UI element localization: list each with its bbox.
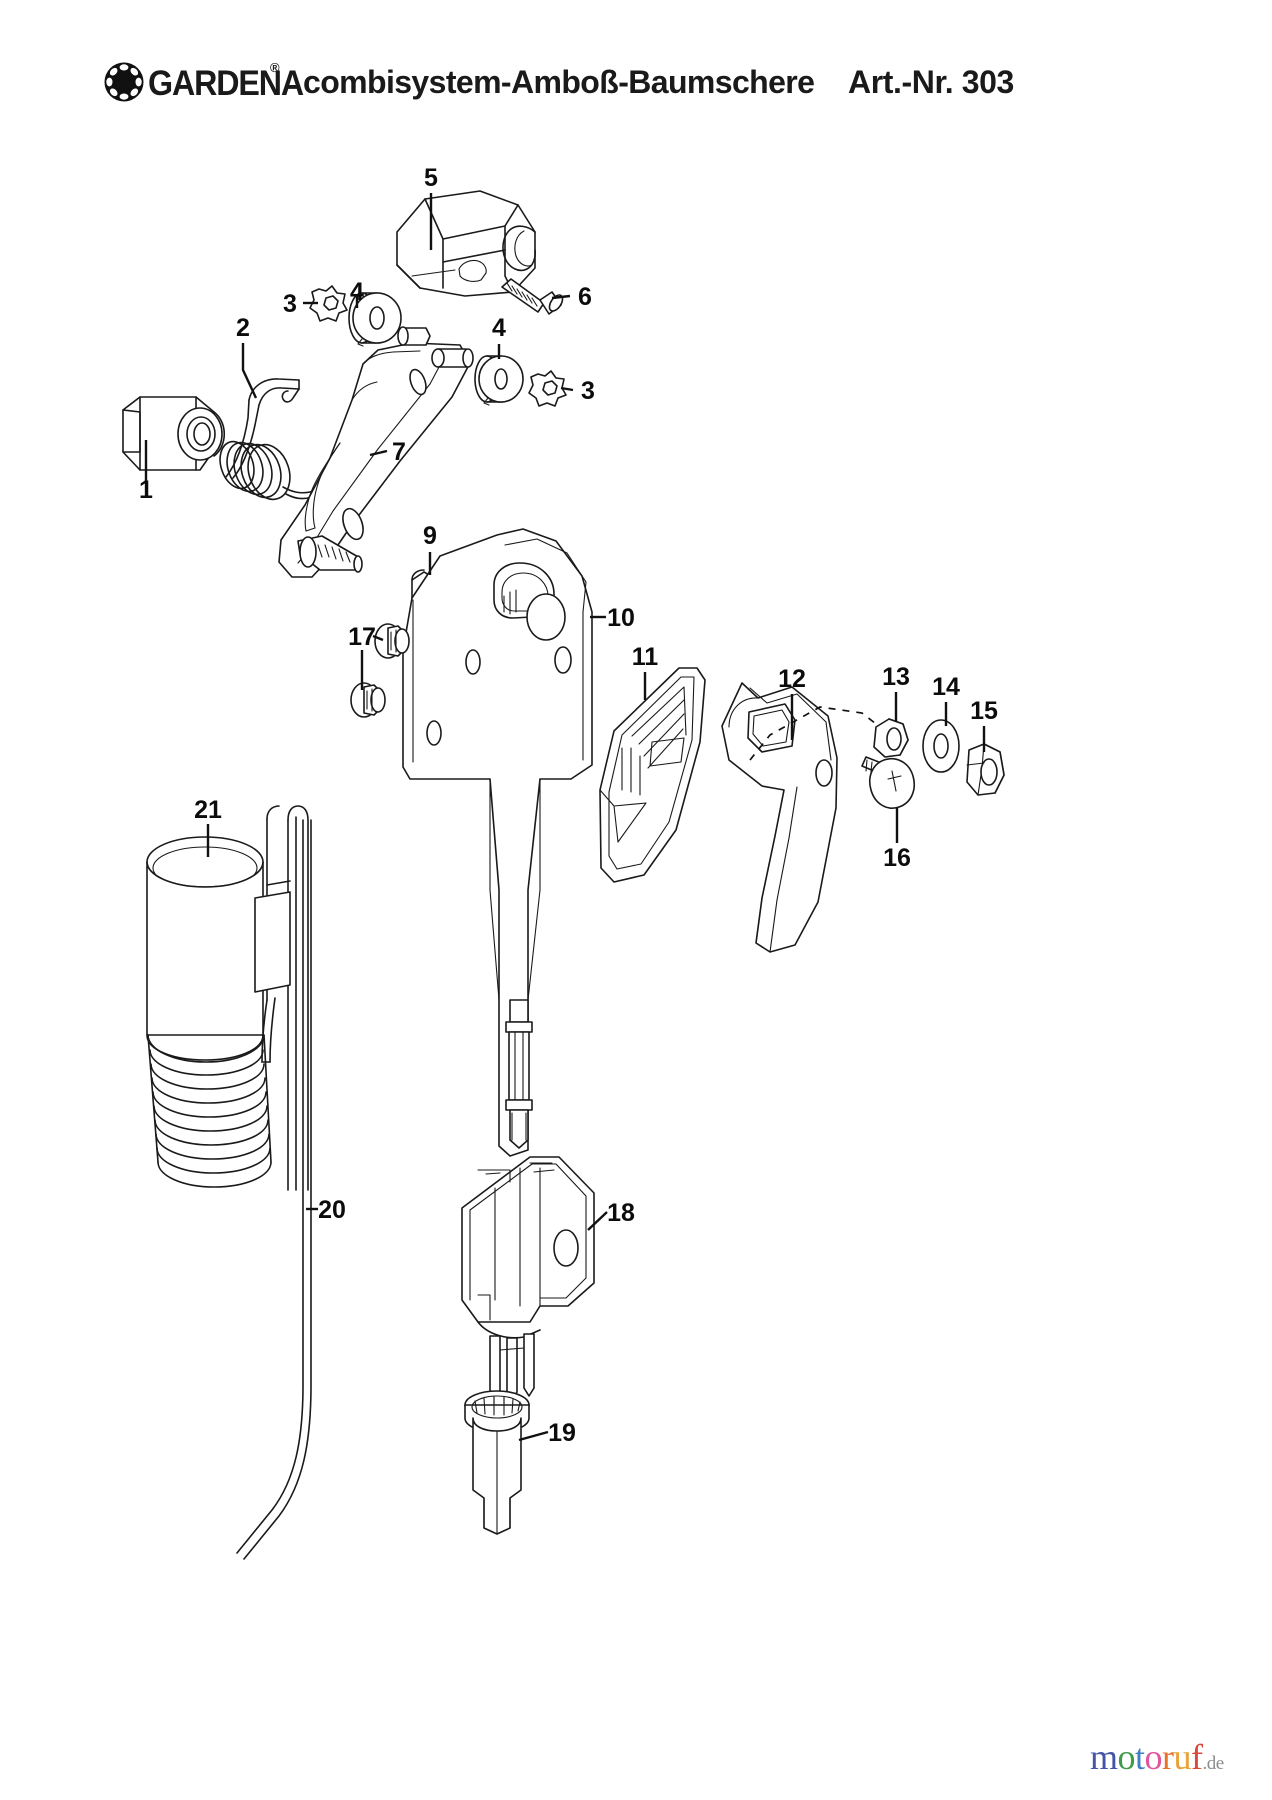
callout-1: 1 xyxy=(139,476,153,504)
callout-15: 15 xyxy=(970,697,998,725)
watermark-letter-f: f xyxy=(1191,1737,1203,1777)
leader-lines xyxy=(144,193,986,1442)
part-17-shoulder-bolt-lower xyxy=(350,682,386,718)
callout-5: 5 xyxy=(424,164,438,192)
callout-14: 14 xyxy=(932,673,960,701)
callout-18: 18 xyxy=(607,1199,635,1227)
watermark-suffix: .de xyxy=(1202,1753,1225,1774)
callout-21: 21 xyxy=(194,796,222,824)
callout-3a: 3 xyxy=(283,290,297,318)
part-4b-bushing xyxy=(474,355,524,406)
part-2-torsion-spring xyxy=(219,378,328,501)
watermark-letter-o2: o xyxy=(1144,1737,1163,1777)
part-7-lever-arm xyxy=(278,326,474,578)
part-16-pan-head-screw xyxy=(861,756,915,809)
article-number: Art.-Nr. 303 xyxy=(848,64,1014,100)
callout-7: 7 xyxy=(392,438,406,466)
watermark-letter-t: t xyxy=(1135,1737,1145,1777)
part-6-screw xyxy=(501,278,564,315)
part-17-shoulder-bolt-upper xyxy=(374,623,410,659)
callout-4b: 4 xyxy=(492,314,506,342)
callout-20: 20 xyxy=(318,1196,346,1224)
part-11-ribbed-cover-plate xyxy=(599,667,706,883)
part-20-control-rod-wire xyxy=(236,819,312,1560)
callout-2: 2 xyxy=(236,314,250,342)
page-header: GARDENA ® combisystem-Amboß-Baumschere A… xyxy=(0,0,1272,130)
product-title: combisystem-Amboß-Baumschere xyxy=(303,64,815,100)
part-10-main-body-plate xyxy=(402,528,593,1157)
part-5-lever-grip-cover xyxy=(396,190,536,297)
part-12-anvil-blade-holder xyxy=(721,682,838,953)
watermark-letter-u: u xyxy=(1173,1737,1192,1777)
brand-name: GARDENA xyxy=(148,64,304,103)
part-19-socket-adapter xyxy=(464,1390,530,1535)
assembly-dash-line-12-13 xyxy=(749,706,881,761)
watermark-letter-o1: o xyxy=(1117,1737,1136,1777)
trademark-symbol: ® xyxy=(270,60,280,75)
watermark-letter-m: m xyxy=(1090,1737,1118,1777)
part-13-hex-nut xyxy=(873,718,909,758)
callout-17: 17 xyxy=(348,623,376,651)
callout-12: 12 xyxy=(778,665,806,693)
callout-19: 19 xyxy=(548,1419,576,1447)
callout-10: 10 xyxy=(607,604,635,632)
part-3b-star-washer xyxy=(528,370,567,407)
callout-13: 13 xyxy=(882,663,910,691)
part-15-lock-nut xyxy=(966,743,1005,796)
watermark-letter-r: r xyxy=(1162,1737,1174,1777)
callout-3b: 3 xyxy=(581,377,595,405)
gardena-flower-logo-icon xyxy=(104,62,144,102)
part-21-coil-spring-cylinder xyxy=(146,805,309,1191)
motoruf-watermark: motoruf.de xyxy=(1090,1736,1224,1778)
part-4a-bushing xyxy=(348,292,402,347)
callout-6: 6 xyxy=(578,283,592,311)
callout-4a: 4 xyxy=(350,278,364,306)
callout-numbers: 1 2 3 4 5 6 3 4 7 9 10 11 12 13 14 15 16… xyxy=(139,164,998,1447)
callout-16: 16 xyxy=(883,844,911,872)
part-14-flat-washer xyxy=(922,719,960,773)
callout-11: 11 xyxy=(632,643,659,671)
part-18-lower-housing xyxy=(461,1156,595,1401)
part-1-end-cap-sleeve xyxy=(122,396,226,471)
callout-9: 9 xyxy=(423,522,437,550)
